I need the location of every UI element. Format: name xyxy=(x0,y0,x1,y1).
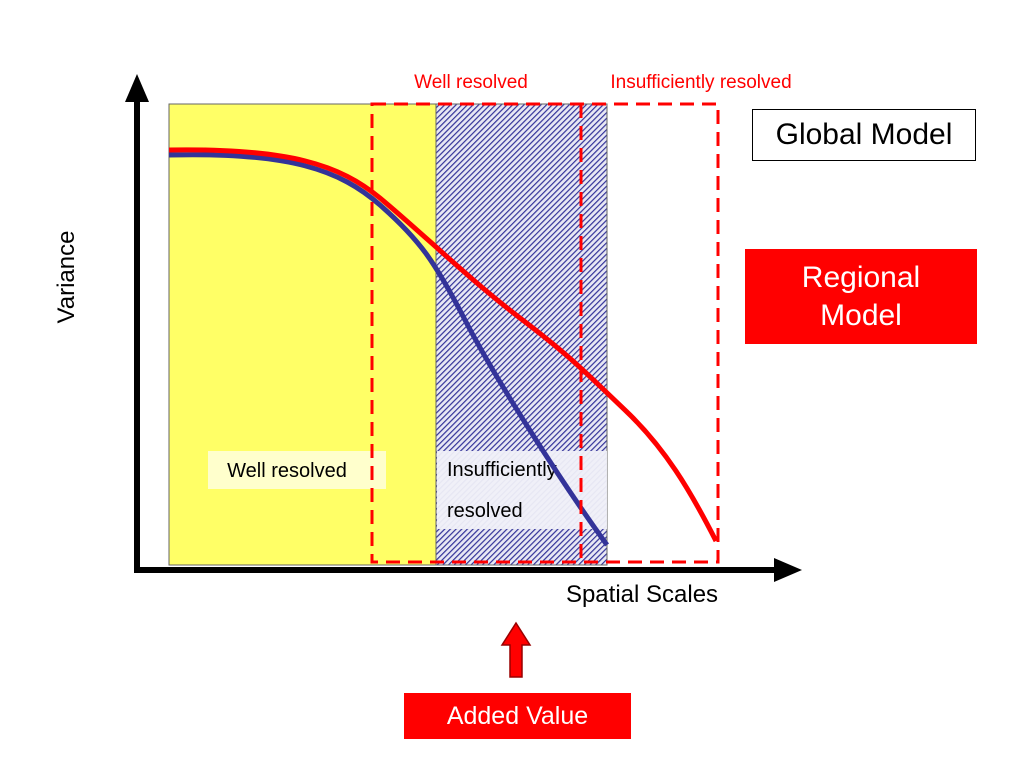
added-value-label: Added Value xyxy=(446,701,589,730)
regional-model-curve xyxy=(168,147,719,543)
regional-insufficient-label: Insufficiently resolved xyxy=(610,72,791,93)
x-axis-arrowhead xyxy=(774,558,802,582)
well-resolved-region xyxy=(168,103,437,566)
regional-model-label-line2: Model xyxy=(820,298,902,332)
x-axis-label: Spatial Scales xyxy=(566,581,718,608)
regional-model-legend: Regional Model xyxy=(745,249,977,344)
added-value-arrow xyxy=(500,621,532,678)
global-model-curve xyxy=(168,152,610,547)
insufficient-label-line1: Insufficiently xyxy=(447,459,557,481)
global-model-label: Global Model xyxy=(775,118,953,151)
well-resolved-label-box xyxy=(208,451,386,489)
y-axis-label: Variance xyxy=(53,231,80,324)
regional-domain-dashed-box xyxy=(370,102,720,564)
y-axis-arrowhead xyxy=(125,74,149,102)
added-value-callout: Added Value xyxy=(404,693,631,739)
regional-well-resolved-label: Well resolved xyxy=(414,72,528,93)
global-model-legend: Global Model xyxy=(752,109,976,161)
well-resolved-label: Well resolved xyxy=(227,460,347,482)
regional-model-label-line1: Regional xyxy=(801,260,921,294)
insufficient-label-line2: resolved xyxy=(447,500,523,522)
insufficient-label-box xyxy=(437,451,607,529)
